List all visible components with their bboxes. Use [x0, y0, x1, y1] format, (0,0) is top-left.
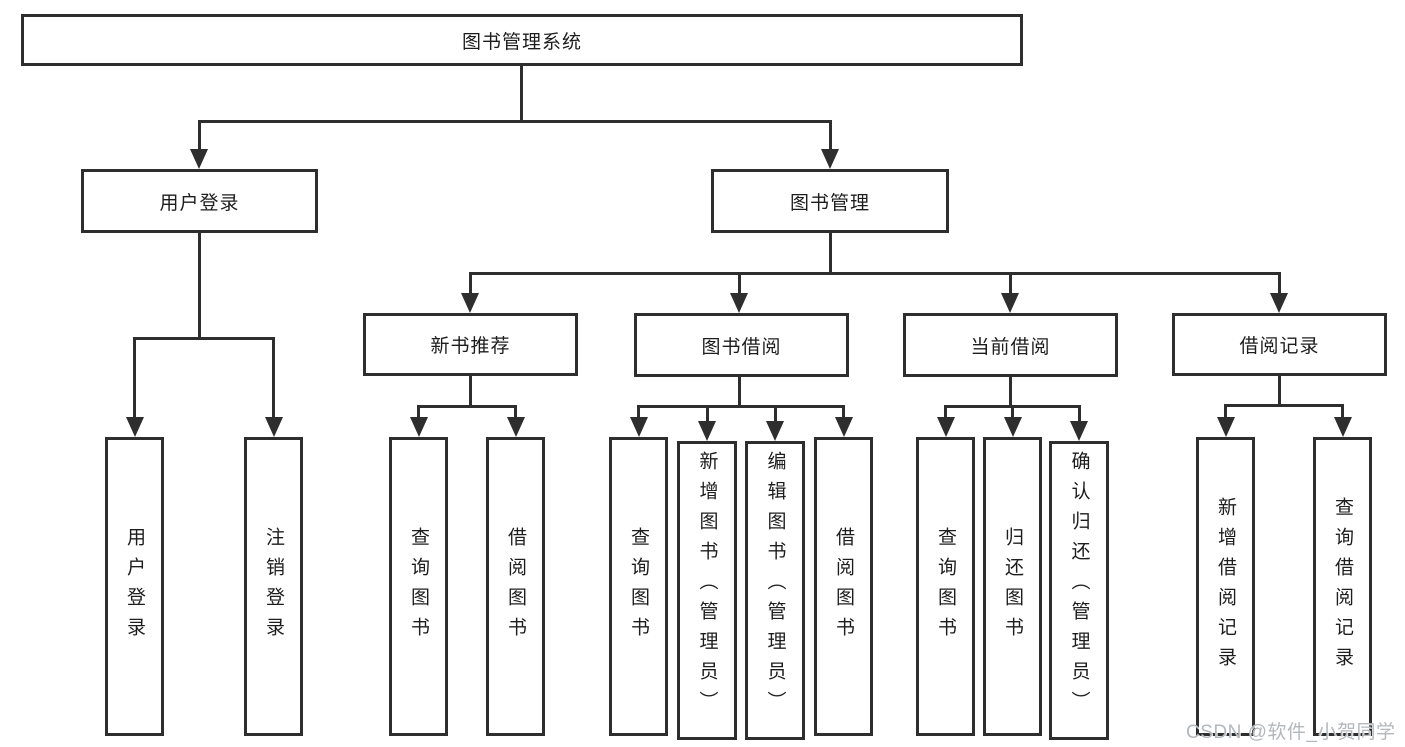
node-label: 查询借阅记录 [1332, 496, 1353, 677]
connector-line [133, 337, 136, 421]
node-label: 图书借阅 [701, 336, 782, 358]
arrow-down-icon [265, 417, 283, 437]
node-label: 用户登录 [159, 192, 240, 214]
connector-line [417, 405, 420, 421]
connector-line [469, 376, 472, 408]
connector-line [520, 66, 523, 122]
node-label: 新增图书（管理员） [696, 451, 718, 721]
arrow-down-icon [1070, 421, 1088, 441]
connector-line [774, 405, 777, 425]
connector-line [198, 120, 832, 123]
node-label: 确认归还（管理员） [1068, 451, 1090, 721]
node-book-borrow: 图书借阅 [634, 313, 849, 377]
leaf-logout: 注销登录 [244, 437, 303, 736]
leaf-add-books-admin: 新增图书（管理员） [677, 441, 737, 740]
arrow-down-icon [630, 417, 648, 437]
arrow-down-icon [698, 421, 716, 441]
arrow-down-icon [1334, 417, 1352, 437]
node-label: 图书管理系统 [461, 31, 582, 53]
node-label: 新书推荐 [430, 336, 511, 357]
leaf-query-books-current: 查询图书 [916, 437, 975, 736]
connector-line [829, 233, 832, 275]
node-label: 用户登录 [124, 526, 145, 647]
arrow-down-icon [835, 417, 853, 437]
connector-line [738, 377, 741, 408]
connector-line [1341, 404, 1344, 421]
connector-line [1224, 404, 1344, 407]
arrow-down-icon [190, 149, 208, 169]
connector-line [829, 120, 832, 153]
arrow-down-icon [766, 421, 784, 441]
node-user-login: 用户登录 [81, 169, 318, 233]
arrow-down-icon [730, 293, 748, 313]
node-book-management: 图书管理 [711, 169, 949, 233]
connector-line [706, 405, 709, 425]
arrow-down-icon [821, 149, 839, 169]
leaf-borrow-books: 借阅图书 [814, 437, 873, 736]
leaf-add-borrow-record: 新增借阅记录 [1196, 437, 1255, 736]
connector-line [417, 405, 517, 408]
connector-line [1078, 405, 1081, 425]
arrow-down-icon [461, 293, 479, 313]
connector-line [469, 272, 1281, 275]
node-label: 借阅记录 [1239, 336, 1320, 357]
leaf-query-borrow-record: 查询借阅记录 [1313, 437, 1372, 736]
leaf-confirm-return-admin: 确认归还（管理员） [1049, 441, 1109, 740]
connector-line [198, 233, 201, 340]
node-label: 当前借阅 [970, 336, 1051, 358]
node-label: 归还图书 [1002, 526, 1023, 647]
connector-line [1009, 377, 1012, 408]
node-label: 查询图书 [408, 526, 429, 647]
connector-line [133, 337, 275, 340]
connector-line [469, 272, 472, 297]
node-current-borrow: 当前借阅 [903, 313, 1118, 377]
node-label: 编辑图书（管理员） [764, 451, 786, 721]
connector-line [637, 405, 845, 408]
leaf-return-books: 归还图书 [983, 437, 1042, 736]
arrow-down-icon [937, 417, 955, 437]
node-library-system: 图书管理系统 [21, 14, 1023, 66]
connector-line [1224, 404, 1227, 421]
csdn-watermark: CSDN @软件_小贺同学 [1186, 722, 1396, 743]
arrow-down-icon [1270, 293, 1288, 313]
leaf-user-login: 用户登录 [105, 437, 164, 736]
connector-line [1278, 272, 1281, 297]
leaf-borrow-books-recommend: 借阅图书 [486, 437, 545, 736]
connector-line [1009, 272, 1012, 297]
arrow-down-icon [507, 417, 525, 437]
connector-line [198, 120, 201, 153]
leaf-query-books-borrow: 查询图书 [609, 437, 668, 736]
arrow-down-icon [1004, 417, 1022, 437]
connector-line [272, 337, 275, 421]
node-label: 图书管理 [789, 192, 870, 214]
node-label: 借阅图书 [833, 526, 854, 647]
arrow-down-icon [1217, 417, 1235, 437]
node-label: 查询图书 [935, 526, 956, 647]
connector-line [842, 405, 845, 421]
node-new-book-recommend: 新书推荐 [363, 313, 578, 376]
connector-line [637, 405, 640, 421]
node-label: 查询图书 [628, 526, 649, 647]
node-borrow-records: 借阅记录 [1172, 313, 1387, 376]
connector-line [944, 405, 947, 421]
node-label: 注销登录 [263, 526, 284, 647]
arrow-down-icon [126, 417, 144, 437]
leaf-query-books-recommend: 查询图书 [389, 437, 448, 736]
arrow-down-icon [410, 417, 428, 437]
node-label: 新增借阅记录 [1215, 496, 1236, 677]
connector-line [514, 405, 517, 421]
node-label: 借阅图书 [505, 526, 526, 647]
connector-line [1278, 376, 1281, 407]
connector-line [1011, 405, 1014, 421]
leaf-edit-books-admin: 编辑图书（管理员） [745, 441, 805, 740]
arrow-down-icon [1001, 293, 1019, 313]
connector-line [738, 272, 741, 297]
